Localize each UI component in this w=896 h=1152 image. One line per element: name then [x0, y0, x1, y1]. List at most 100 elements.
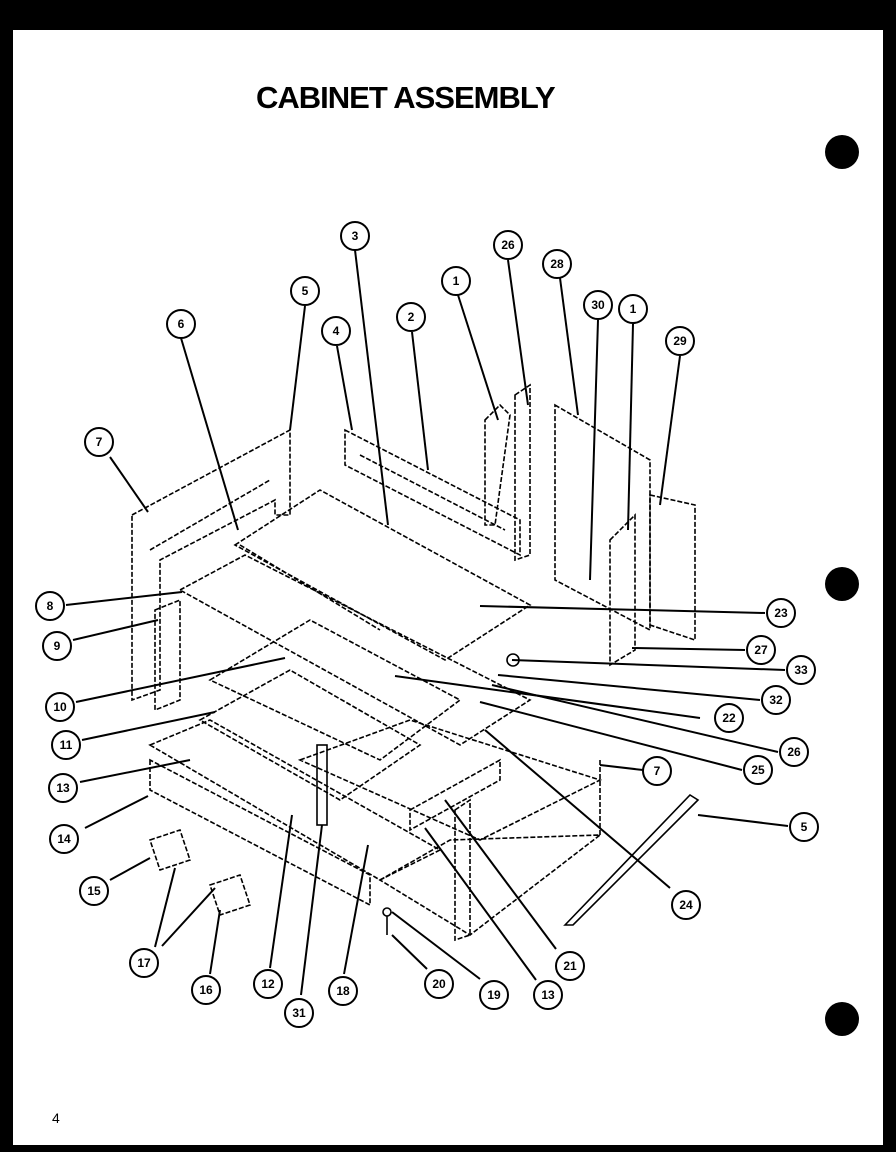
cabinet-parts-drawing: [131, 383, 700, 942]
callout-32: 32: [761, 685, 791, 715]
callouts: 3 26 28 1 5 2 30 1 6 4 29 7 8 23 9 27 33…: [35, 221, 819, 1028]
callout-15: 15: [79, 876, 109, 906]
leveling-bracket-left: [148, 828, 192, 872]
leveling-bracket-right: [208, 873, 252, 917]
page-number: 4: [52, 1110, 60, 1126]
callout-5-right: 5: [789, 812, 819, 842]
svg-text:31: 31: [292, 1006, 306, 1020]
callout-23: 23: [766, 598, 796, 628]
svg-text:17: 17: [137, 956, 151, 970]
front-frame-left: [154, 598, 181, 712]
svg-text:1: 1: [630, 302, 637, 316]
svg-text:13: 13: [541, 988, 555, 1002]
svg-text:13: 13: [56, 781, 70, 795]
svg-text:14: 14: [57, 832, 71, 846]
callout-19: 19: [479, 980, 509, 1010]
callout-17: 17: [129, 948, 159, 978]
callout-12: 12: [253, 969, 283, 999]
callout-4: 4: [321, 316, 351, 346]
svg-text:7: 7: [654, 764, 661, 778]
callout-7-left: 7: [84, 427, 114, 457]
punch-hole-middle: [825, 567, 859, 601]
svg-text:30: 30: [591, 298, 605, 312]
callout-28: 28: [542, 249, 572, 279]
callout-2: 2: [396, 302, 426, 332]
callout-3: 3: [340, 221, 370, 251]
front-rail: [409, 758, 501, 832]
callout-27: 27: [746, 635, 776, 665]
svg-text:4: 4: [333, 324, 340, 338]
callout-16: 16: [191, 975, 221, 1005]
side-trim-right: [563, 793, 700, 926]
callout-6: 6: [166, 309, 196, 339]
callout-20: 20: [424, 969, 454, 999]
callout-18: 18: [328, 976, 358, 1006]
right-front-bracket: [609, 513, 636, 667]
bottom-side-rail: [454, 798, 471, 942]
svg-text:1: 1: [453, 274, 460, 288]
svg-text:11: 11: [60, 738, 73, 752]
oven-liner: [208, 619, 462, 761]
leader-lines: [65, 249, 789, 996]
svg-text:9: 9: [54, 639, 61, 653]
right-hinge-bracket: [484, 403, 511, 526]
svg-text:26: 26: [501, 238, 515, 252]
svg-text:18: 18: [336, 984, 350, 998]
svg-text:33: 33: [794, 663, 808, 677]
page-title: CABINET ASSEMBLY: [256, 80, 556, 115]
drawer-frame: [198, 669, 422, 801]
right-side-frame: [554, 403, 651, 632]
svg-text:26: 26: [787, 745, 801, 759]
svg-text:15: 15: [87, 884, 101, 898]
callout-13-left: 13: [48, 773, 78, 803]
callout-11: 11: [51, 730, 81, 760]
punch-hole-bottom: [825, 1002, 859, 1036]
svg-text:3: 3: [352, 229, 359, 243]
right-side-panel: [649, 494, 696, 642]
callout-21: 21: [555, 951, 585, 981]
callout-1-left: 1: [441, 266, 471, 296]
svg-text:10: 10: [53, 700, 67, 714]
svg-text:2: 2: [408, 310, 415, 324]
bottom-pan: [148, 719, 442, 881]
svg-text:6: 6: [178, 317, 185, 331]
callout-1-right: 1: [618, 294, 648, 324]
callout-14: 14: [49, 824, 79, 854]
svg-text:19: 19: [487, 988, 501, 1002]
svg-text:5: 5: [801, 820, 808, 834]
lower-body: [297, 719, 603, 841]
callout-10: 10: [45, 692, 75, 722]
callout-24: 24: [671, 890, 701, 920]
left-side-panel: [131, 428, 291, 702]
kick-plate: [149, 758, 371, 907]
svg-text:28: 28: [550, 257, 564, 271]
svg-text:27: 27: [754, 643, 768, 657]
drawer-bottom: [378, 834, 603, 936]
callout-31: 31: [284, 998, 314, 1028]
callout-8: 8: [35, 591, 65, 621]
right-back-bracket: [514, 383, 531, 562]
svg-text:20: 20: [432, 977, 446, 991]
callout-33: 33: [786, 655, 816, 685]
svg-text:24: 24: [679, 898, 693, 912]
callout-29: 29: [665, 326, 695, 356]
svg-text:22: 22: [722, 711, 736, 725]
svg-text:12: 12: [261, 977, 275, 991]
callout-7-right: 7: [642, 756, 672, 786]
callout-5-top: 5: [290, 276, 320, 306]
punch-hole-top: [825, 135, 859, 169]
svg-text:25: 25: [751, 763, 765, 777]
callout-26-right: 26: [779, 737, 809, 767]
svg-text:8: 8: [47, 599, 54, 613]
callout-30: 30: [583, 290, 613, 320]
oven-frame: [178, 554, 532, 746]
svg-text:32: 32: [769, 693, 783, 707]
svg-text:21: 21: [563, 959, 577, 973]
callout-9: 9: [42, 631, 72, 661]
svg-text:23: 23: [774, 606, 788, 620]
callout-25: 25: [743, 755, 773, 785]
rear-panel: [344, 428, 521, 557]
svg-text:16: 16: [199, 983, 213, 997]
